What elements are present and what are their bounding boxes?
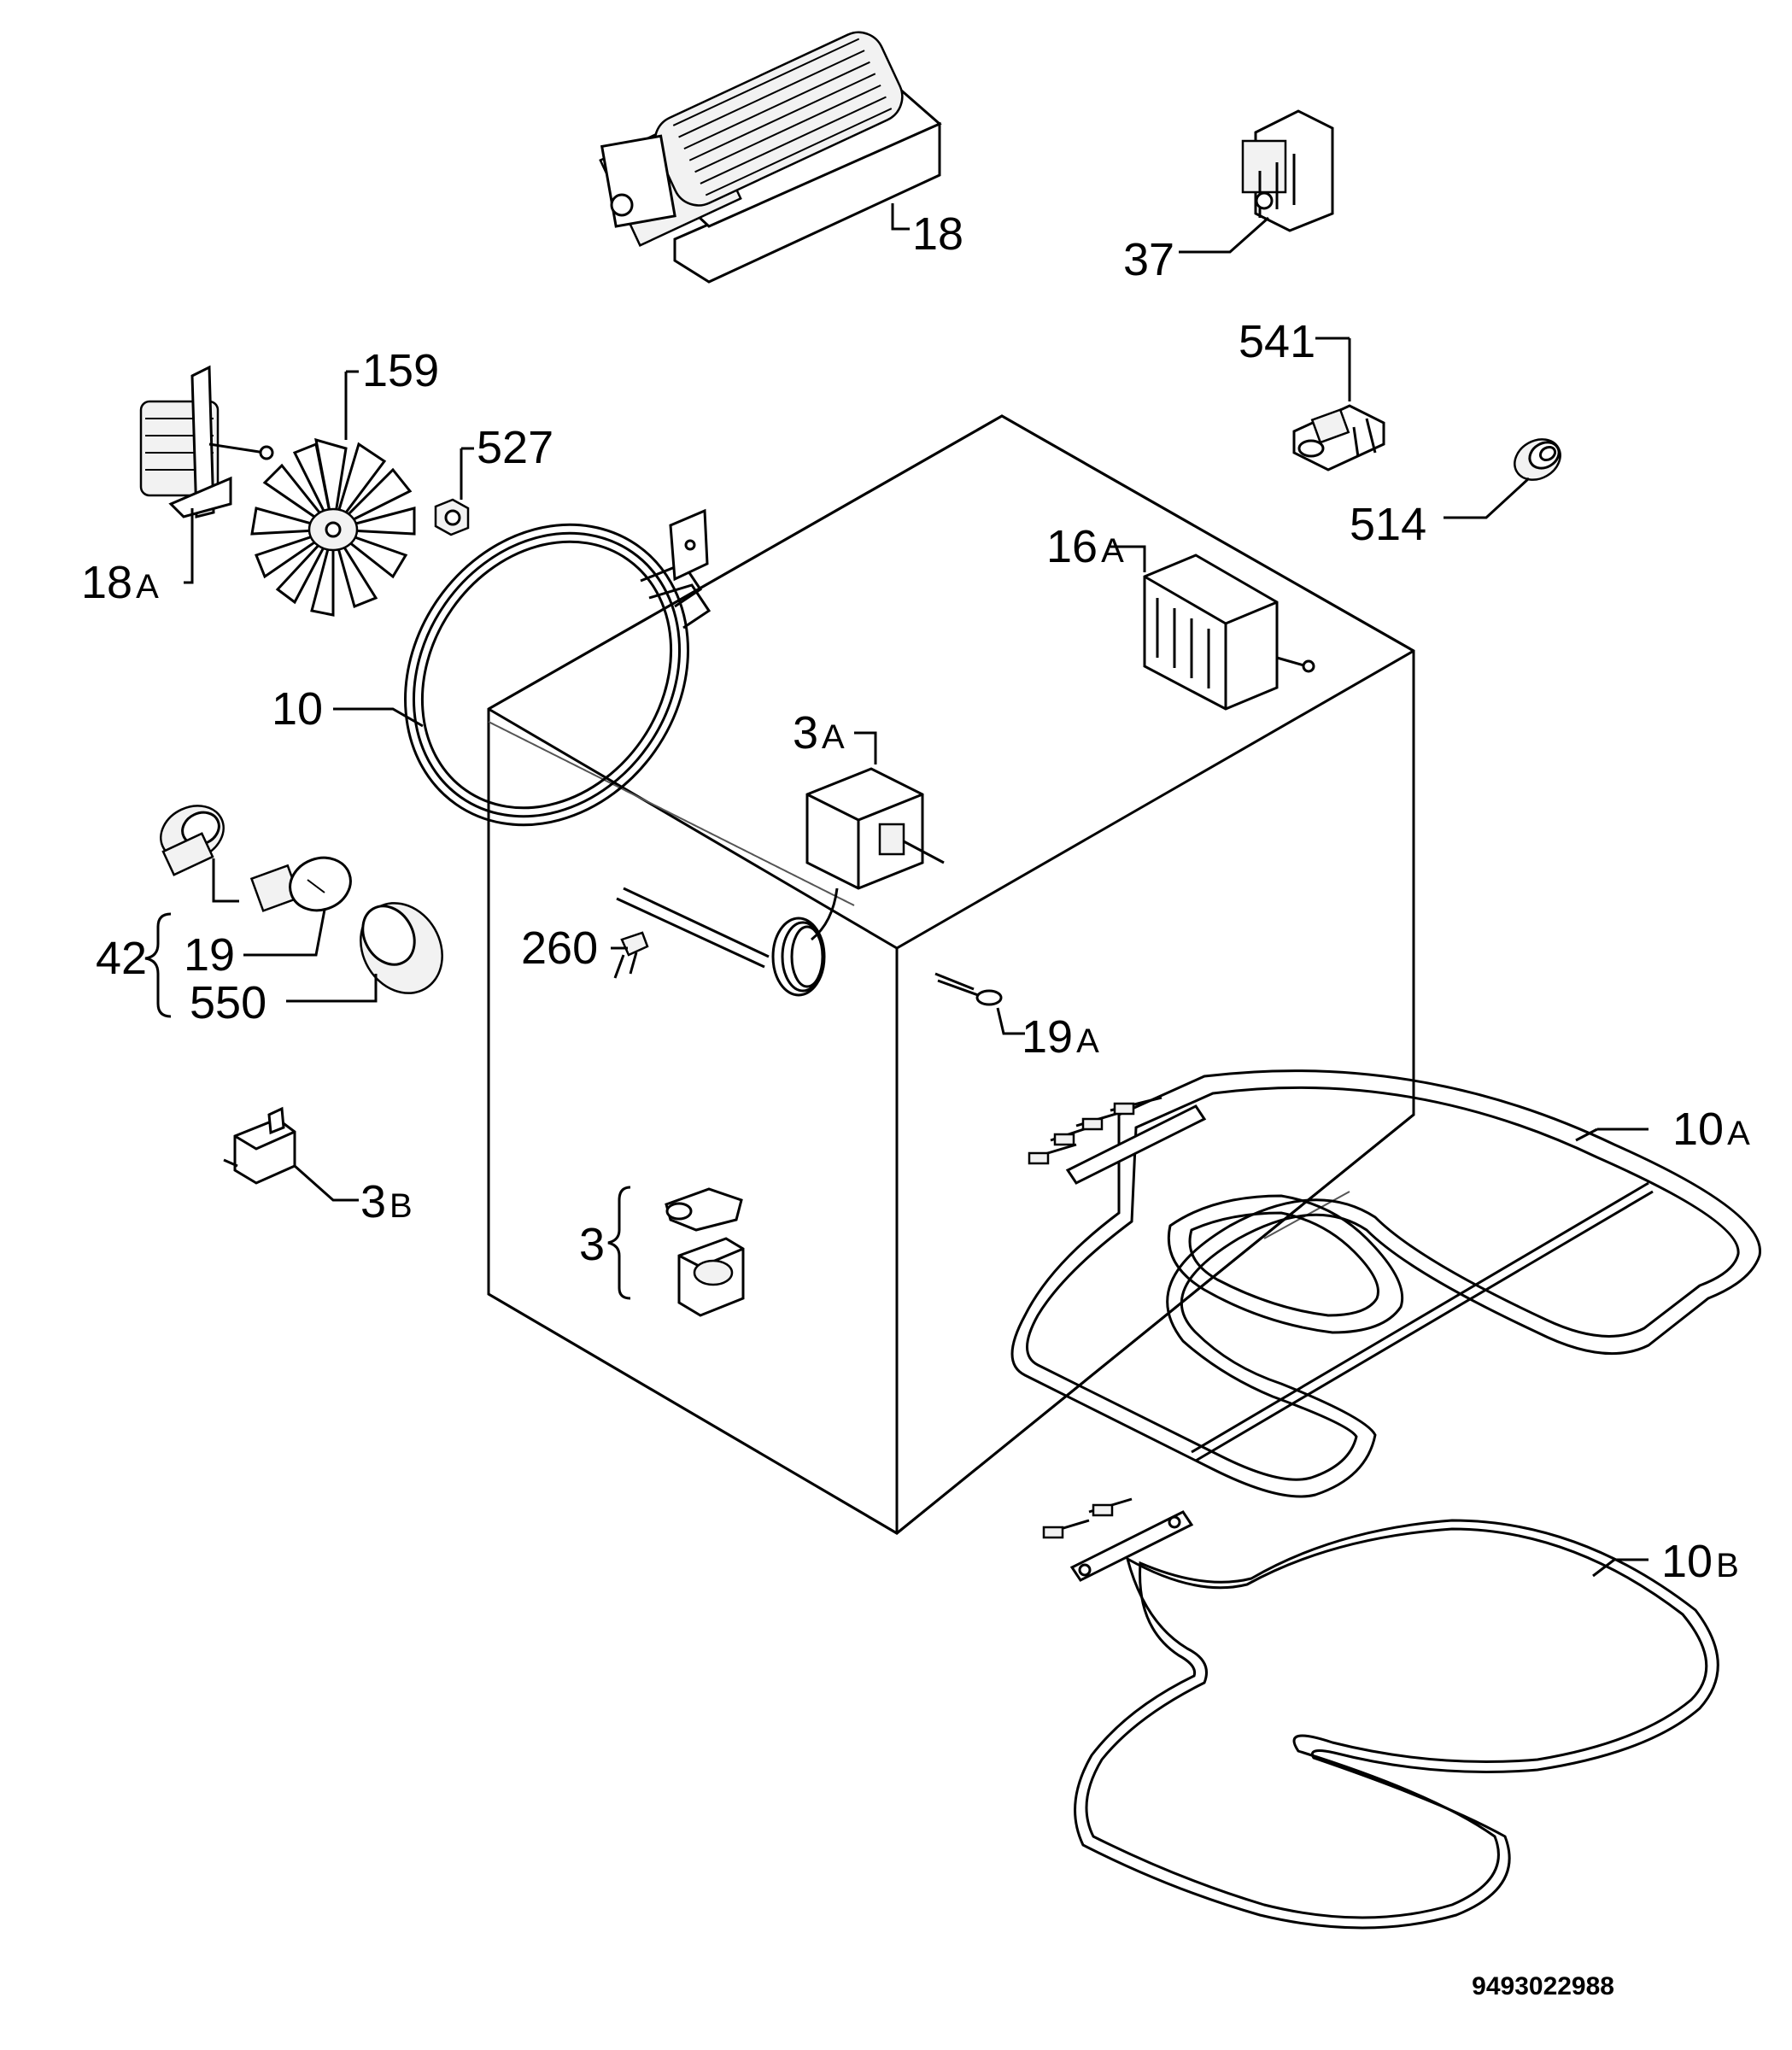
label-514: 514 bbox=[1350, 499, 1426, 550]
leader-lines bbox=[144, 203, 1649, 1578]
connector-block-part bbox=[1292, 404, 1385, 472]
label-541: 541 bbox=[1239, 316, 1315, 367]
label-3: 3 bbox=[579, 1219, 605, 1270]
nut-part bbox=[434, 498, 470, 536]
label-10: 10 bbox=[272, 683, 323, 735]
label-159: 159 bbox=[362, 345, 439, 396]
switch-part bbox=[1241, 109, 1334, 232]
thermostat-part bbox=[616, 767, 945, 997]
label-527: 527 bbox=[477, 422, 553, 473]
fan-motor-part bbox=[139, 365, 274, 518]
label-18: 18 bbox=[912, 208, 963, 260]
label-260: 260 bbox=[521, 922, 598, 974]
lamp-cover-part bbox=[360, 902, 443, 994]
grommet-part bbox=[1514, 438, 1561, 481]
temperature-sensor-part bbox=[934, 972, 1003, 1006]
tangential-fan-part bbox=[599, 31, 942, 284]
label-19: 19 bbox=[184, 929, 235, 981]
label-37: 37 bbox=[1123, 234, 1174, 285]
label-42: 42 bbox=[96, 933, 147, 984]
circular-heating-element-part bbox=[404, 508, 712, 827]
lamp-holder-part bbox=[160, 805, 225, 876]
selector-switch-part bbox=[1143, 554, 1315, 711]
thermal-cutout-part bbox=[223, 1106, 296, 1185]
fan-wheel-part bbox=[250, 437, 416, 617]
clip-part bbox=[613, 931, 649, 979]
lower-heating-element-part bbox=[1042, 1497, 1719, 1930]
document-id: 9493022988 bbox=[1472, 1972, 1614, 2000]
safety-thermostat-pair-part bbox=[665, 1187, 745, 1317]
label-550: 550 bbox=[190, 977, 266, 1028]
oven-cavity-box bbox=[487, 414, 1415, 1535]
grill-element-part bbox=[1010, 1069, 1762, 1498]
lamp-bulb-part bbox=[249, 856, 352, 912]
